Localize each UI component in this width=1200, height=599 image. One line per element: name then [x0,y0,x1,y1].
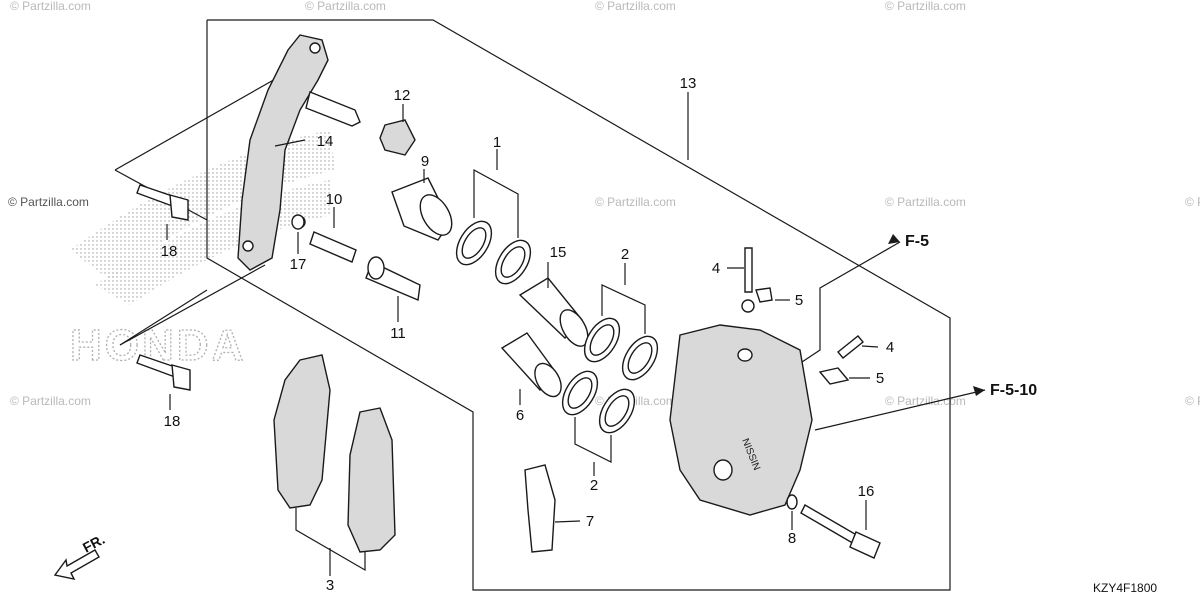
piston-a [518,277,589,347]
watermark: © Partzilla.com [885,0,966,13]
reference-arrows [888,234,985,396]
front-direction-arrow: FR. [53,531,107,580]
watermark: © Partzilla.com [305,0,386,13]
callout-17: 17 [290,256,307,273]
pin-boot [379,119,416,156]
pad-spring [524,464,556,553]
callout-15: 15 [550,244,567,261]
honda-wing-watermark: HONDA [69,130,335,371]
watermark: © Partzilla.com [1185,195,1200,209]
callout-12: 12 [394,87,411,104]
caliper-bolt [800,504,881,559]
callout-13: 13 [680,75,697,92]
callout-labels: 1 2 2 3 4 4 5 5 6 7 8 9 10 11 12 13 14 1… [161,75,895,594]
callout-3: 3 [326,577,334,594]
sleeve [391,177,453,241]
watermark-layer: © Partzilla.com © Partzilla.com © Partzi… [8,0,1200,408]
callout-5: 5 [795,292,803,309]
callout-18: 18 [161,243,178,260]
watermark: © Partzilla.com [10,394,91,408]
bleeder-valve-b [818,335,864,385]
diagram-code: KZY4F1800 [1093,581,1157,595]
callout-2: 2 [590,477,598,494]
callout-2: 2 [621,246,629,263]
callout-10: 10 [326,191,343,208]
callout-5: 5 [876,370,884,387]
caliper-body: NISSIN [669,324,813,516]
callout-4: 4 [886,339,894,356]
leader-lines [166,92,986,576]
brake-pad-set [273,354,396,553]
watermark: © Partzilla.com [10,0,91,13]
caliper-bracket [237,34,361,271]
bleeder-valve-a [741,247,773,313]
seal-set-b [561,370,636,434]
pin-bolt-b [365,256,421,302]
watermark: © Partzilla.com [595,0,676,13]
mounting-bolt-upper [136,184,189,221]
piston-seal-set [455,220,532,285]
callout-11: 11 [390,325,406,342]
seal-set-a [583,317,659,381]
mounting-bolt-lower [136,354,191,391]
callout-4: 4 [712,260,720,277]
watermark: © Partzilla.com [8,195,89,209]
callout-8: 8 [788,530,796,547]
callout-1: 1 [493,134,501,151]
callout-18: 18 [164,413,181,430]
reference-label-f5-10: F-5-10 [990,382,1037,399]
assembly-outline [114,19,951,591]
washer [786,494,798,510]
callout-9: 9 [421,153,429,170]
callout-14: 14 [317,133,334,150]
piston-b [500,332,562,398]
small-washer [291,214,305,230]
callout-16: 16 [858,483,875,500]
watermark: © Partzilla.com [595,195,676,209]
callout-7: 7 [586,513,594,530]
callout-6: 6 [516,407,524,424]
reference-label-f5: F-5 [905,233,929,250]
watermark: © Partzilla.com [885,394,966,408]
front-arrow-label: FR. [80,531,107,556]
watermark: © Partzilla.com [885,195,966,209]
watermark: © Partzilla.com [1185,394,1200,408]
